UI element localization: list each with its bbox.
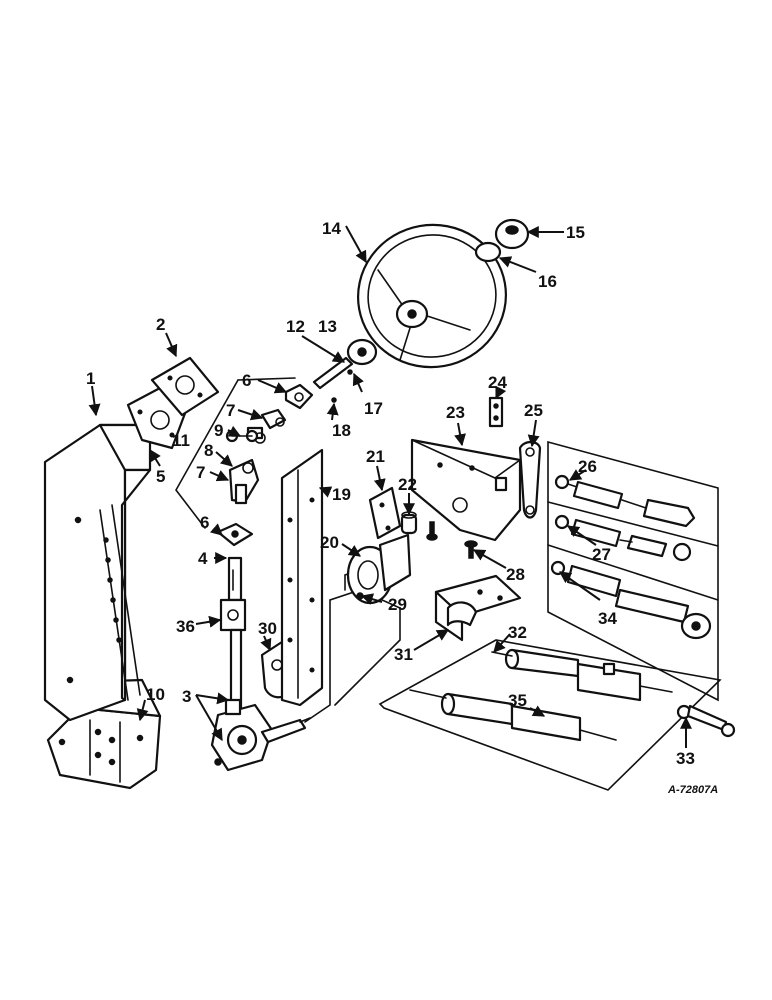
steering-gearbox-part [210,698,311,772]
callout-16: 16 [538,272,557,291]
callout-6-upper: 6 [242,371,251,390]
leader-lines [88,225,692,748]
callout-23: 23 [446,403,465,422]
callout-20: 20 [320,533,339,552]
column-cover-part [43,423,152,722]
callout-29: 29 [388,595,407,614]
callout-14: 14 [322,219,341,238]
lower-bearing-part [216,522,254,547]
callout-15: 15 [566,223,585,242]
small-bolt-part [426,521,438,541]
power-cylinder-35-part [409,689,617,742]
callout-11: 11 [172,431,190,450]
drawing-number: A-72807A [667,784,718,796]
callout-35: 35 [508,691,527,710]
retaining-ring-part [474,241,502,263]
callout-10: 10 [146,685,165,704]
upper-bearing-part [284,383,314,410]
hub-cap-part [494,218,530,250]
callout-4: 4 [198,549,208,568]
callout-30: 30 [258,619,277,638]
callout-25: 25 [524,401,543,420]
dash-housing-part [410,438,522,542]
callout-22: 22 [398,475,417,494]
upper-shaft-part [312,338,378,390]
steering-wheel-part [356,223,508,369]
clip-part [488,396,504,428]
column-bracket-outline [175,377,296,529]
tie-rod-27-part [554,514,692,562]
steering-shaft-part [219,556,247,712]
callout-21: 21 [366,447,385,466]
callout-33: 33 [676,749,695,768]
callout-27: 27 [592,545,611,564]
control-valve-part [346,533,412,605]
lower-u-joint-part [228,458,260,505]
small-pins-part [331,369,353,403]
plug-part [400,511,418,535]
callout-19: 19 [332,485,351,504]
callout-13: 13 [318,317,337,336]
callout-numbers: 1 2 3 4 5 6 6 7 7 8 9 10 11 12 13 14 15 … [86,219,695,768]
callout-6-lower: 6 [200,513,209,532]
callout-8: 8 [204,441,213,460]
callout-36: 36 [176,617,195,636]
callout-34: 34 [598,609,617,628]
tie-rod-26-part [554,474,696,528]
tie-rod-end-33-part [676,704,736,738]
callout-31: 31 [394,645,413,664]
callout-1: 1 [86,369,95,388]
cylinder-bracket-part [434,574,522,642]
callout-2: 2 [156,315,165,334]
callout-32: 32 [508,623,527,642]
callout-7-upper: 7 [226,401,235,420]
callout-9: 9 [214,421,223,440]
bolt-28-part [464,540,478,559]
callout-18: 18 [332,421,351,440]
side-panel-part [280,448,324,707]
callout-5: 5 [156,467,165,486]
callout-3: 3 [182,687,191,706]
power-cylinder-32-part [491,648,673,702]
callout-17: 17 [364,399,383,418]
tie-rod-34-part [550,560,712,640]
tie-rod-box-frame [547,440,719,702]
cover-plate-part [150,356,220,417]
callout-7-lower: 7 [196,463,205,482]
callout-28: 28 [506,565,525,584]
callout-26: 26 [578,457,597,476]
callout-24: 24 [488,373,507,392]
valve-cover-plate-part [368,486,402,540]
pitman-arm-part [518,440,542,519]
cylinder-box-frame [378,639,722,791]
callout-12: 12 [286,317,305,336]
